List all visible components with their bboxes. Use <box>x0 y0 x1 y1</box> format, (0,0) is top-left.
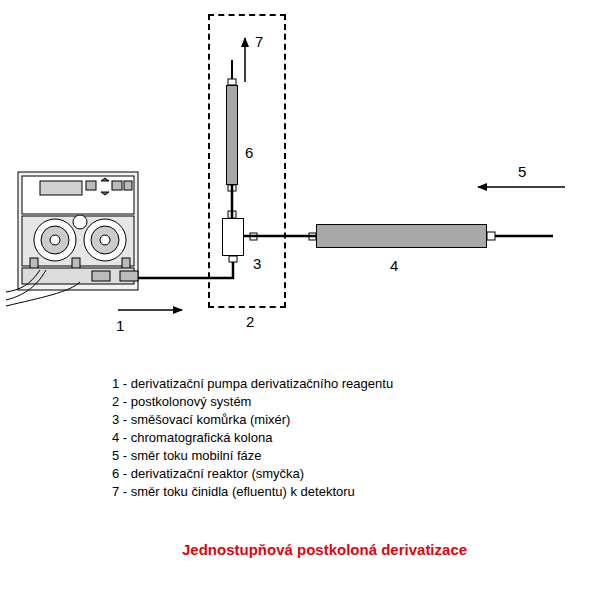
legend-line: 3 - směšovací komůrka (mixér) <box>112 412 290 427</box>
callout-number: 4 <box>390 257 398 274</box>
callout-number: 2 <box>246 313 254 330</box>
mixer-box: 3 <box>222 218 244 256</box>
reactor-column: 6 <box>226 85 238 185</box>
tubing-connector <box>244 235 316 238</box>
legend-line: 5 - směr toku mobilní fáze <box>112 448 262 463</box>
legend-line: 4 - chromatografická kolona <box>112 430 272 445</box>
legend-line: 2 - postkolonový systém <box>112 394 251 409</box>
callout-number: 7 <box>255 33 263 50</box>
legend-line: 6 - derivatizační reaktor (smyčka) <box>112 466 304 481</box>
postcolumn-system-box: 263 <box>208 14 286 308</box>
legend-line: 7 - směr toku činidla (efluentu) k detek… <box>112 484 355 499</box>
callout-number: 5 <box>518 163 526 180</box>
tubing-connector <box>231 185 234 218</box>
diagram-caption: Jednostupňová postkoloná derivatizace <box>182 541 467 558</box>
pump-illustration <box>6 172 138 306</box>
legend-line: 1 - derivatizační pumpa derivatizačního … <box>112 376 393 391</box>
chromatographic-column: 4 <box>316 224 487 248</box>
callout-number: 3 <box>253 255 261 272</box>
callout-number: 6 <box>245 144 253 161</box>
callout-number: 1 <box>116 317 124 334</box>
